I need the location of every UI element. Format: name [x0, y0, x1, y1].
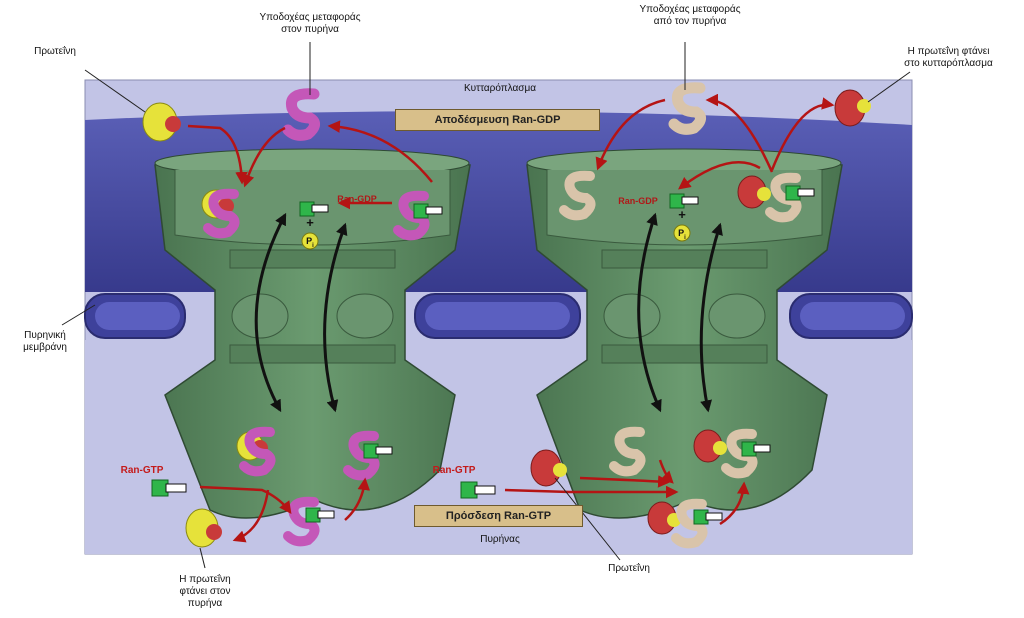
label-nuclear-membrane: Πυρηνική μεμβράνη — [23, 330, 67, 353]
pi-right-label: Pi — [678, 228, 686, 241]
label-export-receptor: Υποδοχέας μεταφοράς από τον πυρήνα — [639, 4, 741, 27]
pi-left-circle — [301, 232, 319, 250]
import-receptor-bottom-center — [283, 496, 335, 547]
export-receptor-bottom-left — [609, 426, 646, 477]
label-protein-reaches-cytoplasm: Η πρωτεΐνη φτάνει στο κυτταρόπλασμα — [904, 46, 993, 69]
import-receptor-bottom-left — [236, 426, 276, 477]
ran-gdp-release-box: Αποδέσμευση Ran-GDP — [395, 109, 600, 131]
label-nucleus: Πυρήνας — [480, 534, 520, 545]
label-protein-reaches-nucleus: Η πρωτεΐνη φτάνει στον πυρήνα — [179, 574, 231, 609]
label-ran-gtp-right: Ran-GTP — [432, 465, 476, 476]
import-receptor-pore-left — [201, 188, 240, 239]
pi-right-circle — [673, 224, 691, 242]
import-receptor-pore-right — [393, 190, 443, 241]
red-arrows — [187, 93, 835, 543]
import-receptor-bottom-right — [343, 430, 393, 481]
label-cytoplasm: Κυτταρόπλασμα — [463, 83, 537, 94]
label-protein-top-left: Πρωτεΐνη — [34, 46, 76, 57]
export-receptor-bottom-right — [693, 428, 771, 479]
export-receptor-pore-left — [559, 170, 596, 221]
plus-sign-right: + — [678, 207, 686, 222]
label-import-receptor: Υποδοχέας μεταφοράς στον πυρήνα — [259, 12, 361, 35]
import-receptor-top — [282, 88, 320, 141]
cargo-protein-bottom-left — [185, 508, 222, 548]
ran-gdp-right-icon — [669, 193, 699, 209]
ran-gdp-left-icon — [299, 201, 329, 217]
ran-gtp-binding-box: Πρόσδεση Ran-GTP — [414, 505, 583, 527]
plus-sign-left: + — [306, 215, 314, 230]
cargo-protein-bottom-middle — [530, 449, 567, 487]
label-protein-bottom: Πρωτεΐνη — [608, 563, 650, 574]
leader-lines — [61, 42, 911, 569]
export-receptor-bottom-center — [647, 498, 723, 549]
pi-left-label: Pi — [306, 236, 314, 249]
cargo-protein-top-left — [142, 102, 181, 142]
cargo-protein-top-right — [834, 89, 871, 127]
transport-arrows-black — [254, 212, 723, 413]
export-receptor-pore-right — [737, 172, 815, 223]
ran-gtp-left-icon — [151, 479, 187, 497]
ran-gtp-right-icon — [460, 481, 496, 499]
label-ran-gdp-left: Ran-GDP — [337, 194, 377, 204]
export-receptor-top — [668, 82, 706, 135]
label-ran-gdp-right: Ran-GDP — [618, 196, 658, 206]
label-ran-gtp-left: Ran-GTP — [120, 465, 164, 476]
